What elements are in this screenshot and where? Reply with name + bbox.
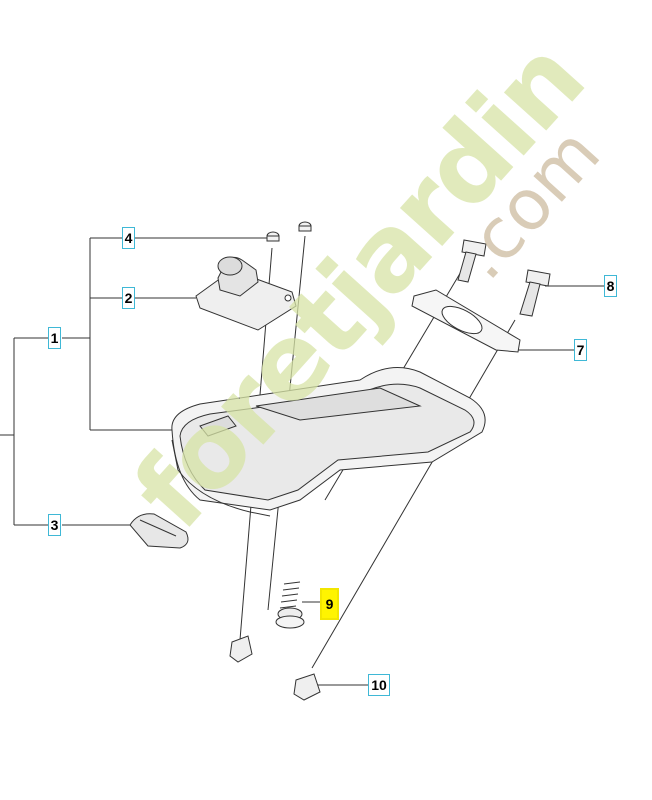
part-rubber-pad <box>129 513 189 549</box>
callout-label: 2 <box>124 290 133 306</box>
callout-9-selected[interactable]: 9 <box>320 588 339 620</box>
part-cover-plate <box>195 256 297 331</box>
part-gasket <box>411 289 521 353</box>
callout-10[interactable]: 10 <box>368 674 390 696</box>
part-spring <box>275 581 305 629</box>
callout-label: 7 <box>576 342 585 358</box>
callout-label: 1 <box>50 330 59 346</box>
callout-7[interactable]: 7 <box>574 339 587 361</box>
callout-8[interactable]: 8 <box>604 275 617 297</box>
callout-label: 10 <box>371 677 387 693</box>
part-nut <box>266 221 312 242</box>
part-bolt <box>457 239 551 317</box>
callout-label: 4 <box>124 230 133 246</box>
callout-label: 8 <box>606 278 615 294</box>
callout-label: 9 <box>325 596 334 612</box>
callout-label: 3 <box>50 517 59 533</box>
part-muffler-body <box>171 367 486 517</box>
callout-3[interactable]: 3 <box>48 514 61 536</box>
callout-2[interactable]: 2 <box>122 287 135 309</box>
part-sleeve <box>229 635 321 701</box>
callout-4[interactable]: 4 <box>122 227 135 249</box>
callout-1[interactable]: 1 <box>48 327 61 349</box>
